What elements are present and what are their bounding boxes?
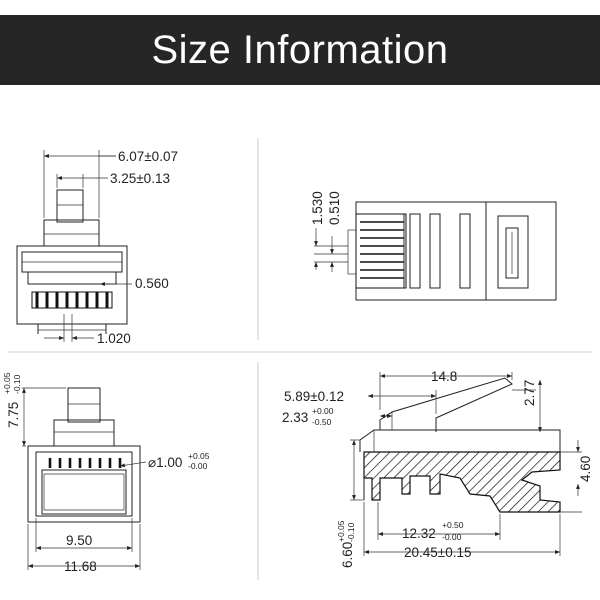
dim-inner-length-tol-minus: -0.00 <box>442 532 462 542</box>
dim-overall-height: 6.60 <box>340 542 355 568</box>
dim-latch-offset: 5.89±0.12 <box>284 389 344 404</box>
dim-latch-height: 2.77 <box>522 380 537 406</box>
dim-body-height: 4.60 <box>578 456 593 482</box>
dim-inner-width: 9.50 <box>66 533 92 548</box>
dim-vertical-b: 0.510 <box>327 191 342 225</box>
dim-inner-length: 12.32 <box>402 526 436 541</box>
dim-inner-length-tol-plus: +0.50 <box>442 520 464 530</box>
page-title: Size Information <box>151 27 449 72</box>
side-section-bottom-right <box>350 372 582 556</box>
dim-hole-tol-plus: +0.05 <box>188 451 210 461</box>
front-view-top-left <box>16 150 132 342</box>
dim-outer-width: 11.68 <box>64 559 97 574</box>
dim-height: 7.75 <box>6 402 21 428</box>
dim-height-tol-plus: +0.05 <box>2 372 12 394</box>
dim-vertical-a: 1.530 <box>310 191 325 225</box>
dim-hole-tol-minus: -0.00 <box>188 461 208 471</box>
contact-pins <box>31 291 113 309</box>
quadrant-dividers <box>8 138 592 580</box>
top-view-top-right <box>314 201 557 301</box>
dim-overall-height-tol-minus: -0.10 <box>346 522 356 542</box>
dim-top-length: 14.8 <box>431 369 457 384</box>
dim-height-tol-minus: -0.10 <box>12 374 22 394</box>
rear-view-bottom-left <box>22 387 147 570</box>
contact-teeth <box>347 213 407 289</box>
dim-step-tol-minus: -0.50 <box>312 417 332 427</box>
dim-overall-length: 20.45±0.15 <box>404 545 471 560</box>
dim-pin-width: 0.560 <box>135 276 169 291</box>
dim-step: 2.33 <box>282 410 308 425</box>
dim-width-latch-base: 6.07±0.07 <box>118 149 178 164</box>
title-banner: Size Information <box>0 15 600 85</box>
dim-hole-diameter: ⌀1.00 <box>148 455 182 470</box>
dim-overall-height-tol-plus: +0.05 <box>336 520 346 542</box>
dim-step-tol-plus: +0.00 <box>312 406 334 416</box>
dim-width-latch-tip: 3.25±0.13 <box>110 171 170 186</box>
dim-pin-pitch: 1.020 <box>97 331 131 346</box>
